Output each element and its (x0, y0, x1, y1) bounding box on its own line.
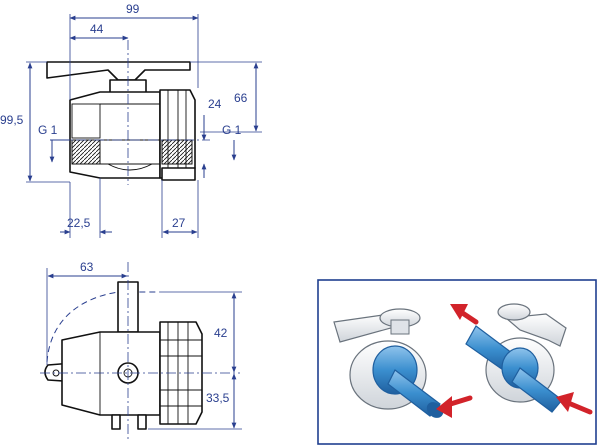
handle-swing-arc (46, 291, 160, 363)
flow-arrow-in-left (436, 396, 452, 418)
dim-handle-radius: 63 (80, 260, 94, 274)
valve-body (69, 91, 161, 179)
side-body (61, 331, 161, 416)
dim-right-socket: 27 (172, 216, 186, 230)
dim-to-handle-axis: 44 (90, 22, 104, 36)
dim-left-socket: 22,5 (67, 216, 91, 230)
union-nut (159, 89, 196, 179)
dim-axis-height: 66 (234, 91, 248, 105)
dim-axis-offset: 24 (208, 97, 222, 111)
lever-handle (46, 61, 191, 81)
dim-overall-length: 99 (126, 2, 140, 16)
install-step-right (450, 303, 593, 415)
thread-left: G 1 (38, 123, 58, 137)
front-view: 99 44 99,5 66 24 G 1 G 1 22,5 (0, 2, 262, 238)
installation-panel (317, 279, 597, 445)
side-view: 63 42 33,5 (40, 260, 242, 440)
thread-right: G 1 (222, 123, 242, 137)
install-step-left (333, 308, 473, 418)
flow-arrow-out-right (450, 304, 468, 320)
dim-upper-height: 42 (214, 326, 228, 340)
flow-arrow-in-right (556, 392, 574, 412)
dim-total-height: 99,5 (0, 113, 24, 127)
dim-lower-height: 33,5 (206, 391, 230, 405)
